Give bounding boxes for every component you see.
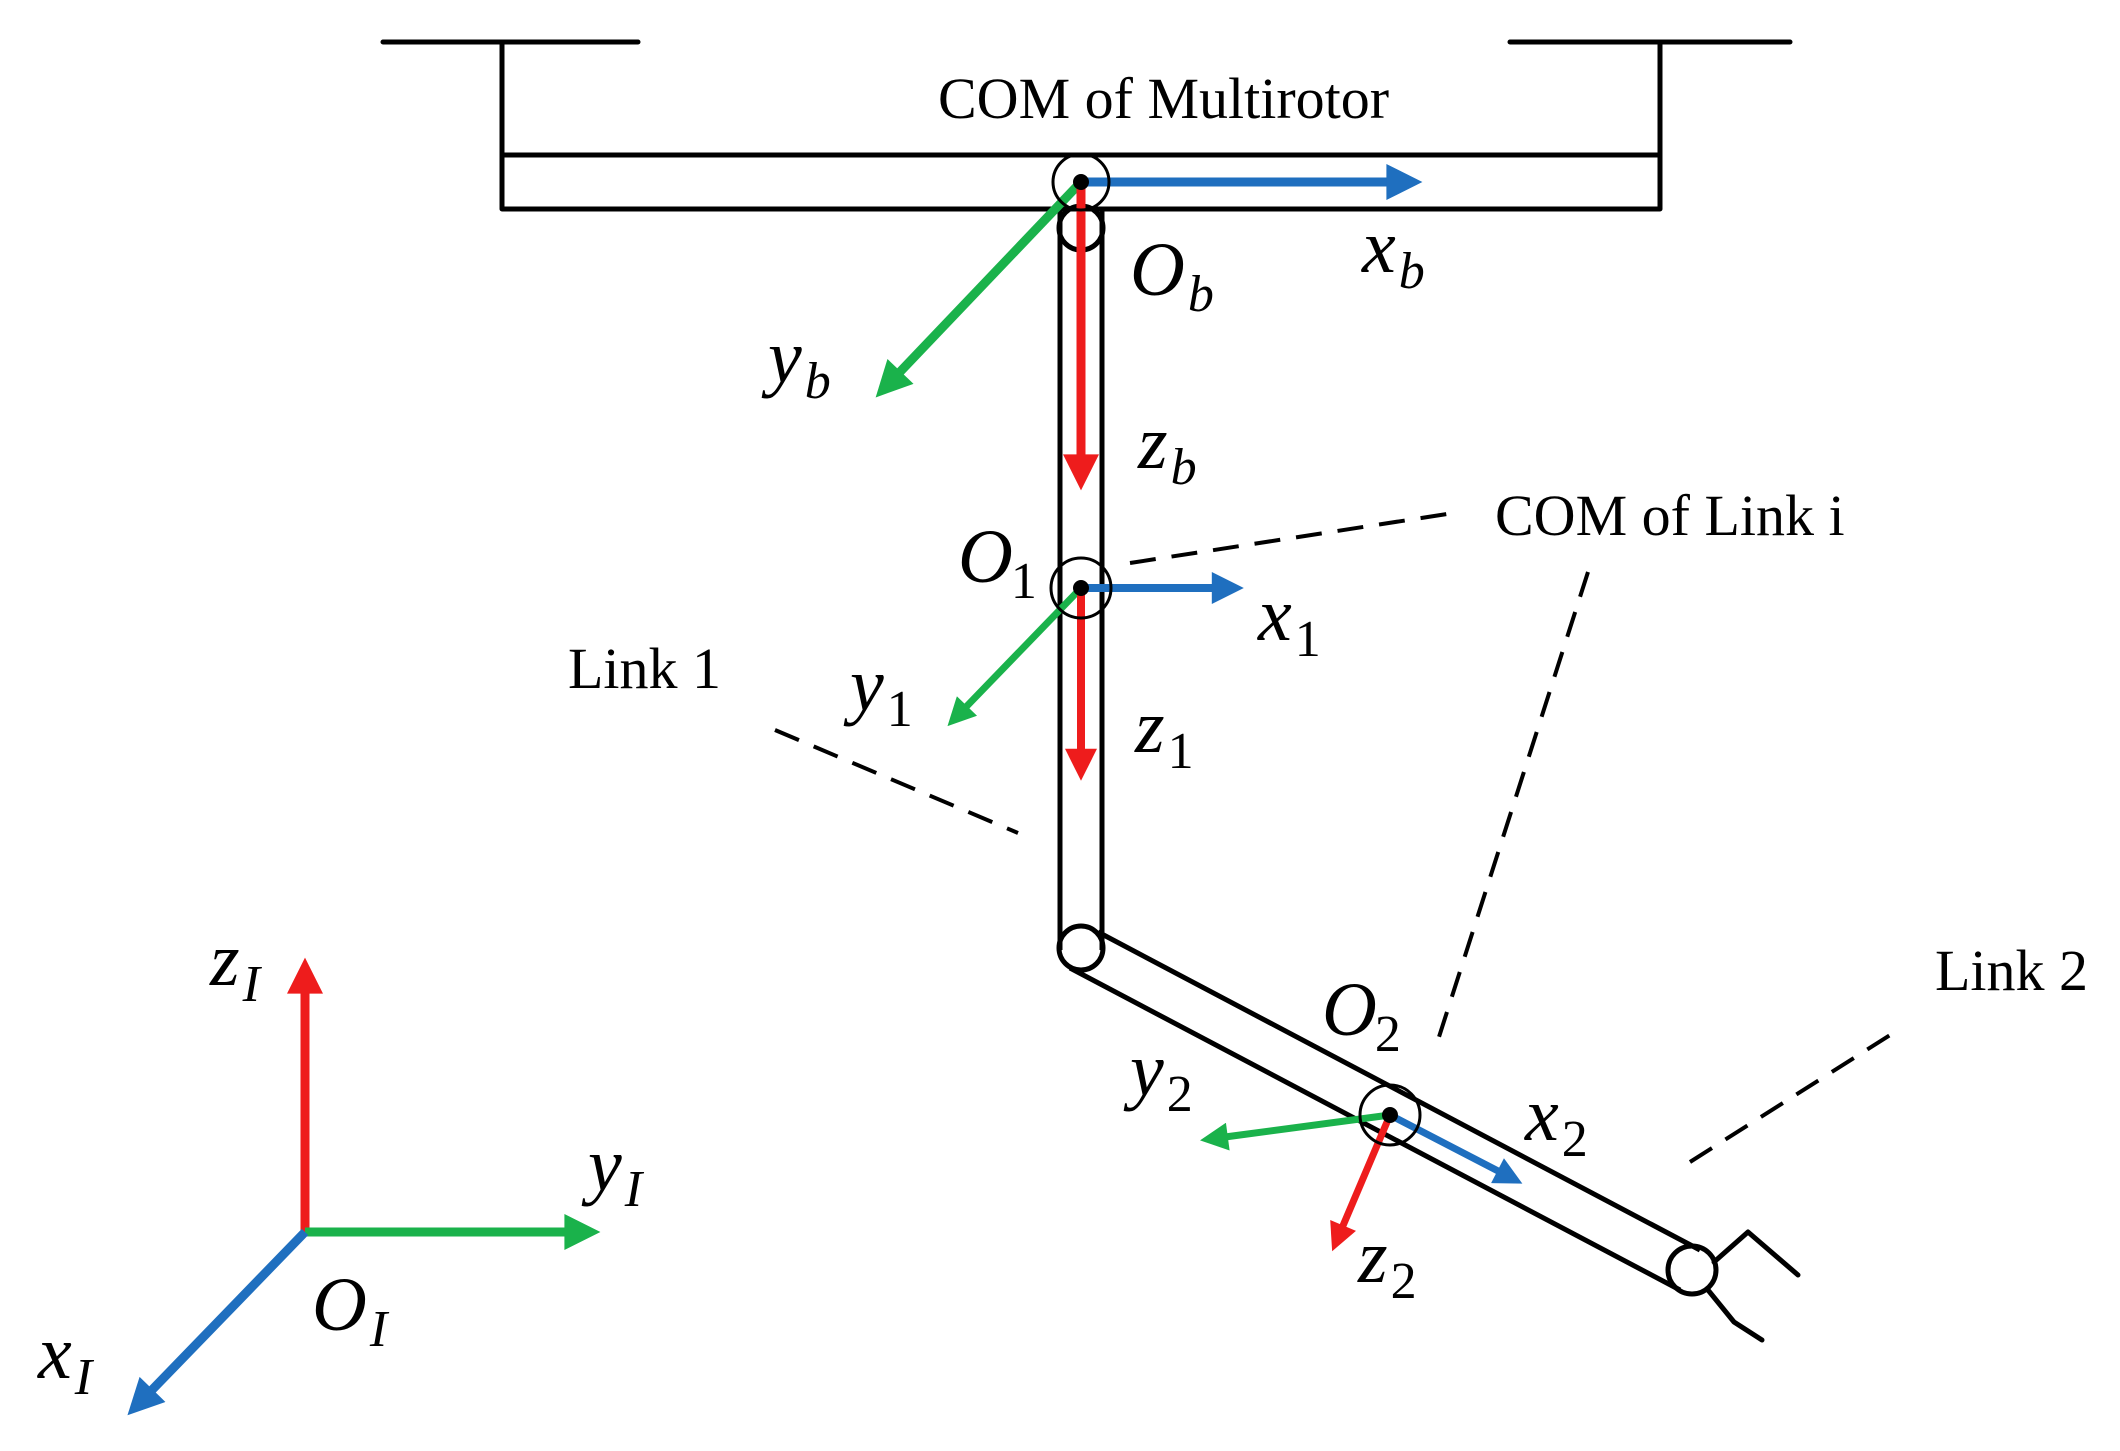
gripper-lower-jaw [1705, 1287, 1765, 1343]
com-link-1-marker [1049, 556, 1113, 620]
leader-link-2 [1688, 1028, 1900, 1164]
com-multirotor-marker [1051, 152, 1111, 212]
Ob-label: Ob [1130, 228, 1214, 323]
gripper-upper-jaw [1711, 1229, 1801, 1278]
com-link-i-label: COM of Link i [1495, 483, 1845, 548]
com-multirotor-label: COM of Multirotor [938, 66, 1389, 131]
OI-label: OI [312, 1263, 390, 1358]
leader-com-link-to-o2 [1436, 571, 1590, 1041]
link-2-lower-edge [1068, 965, 1682, 1293]
z1-label: z1 [1134, 685, 1194, 780]
link-2-upper-edge [1096, 929, 1702, 1253]
y2-axis-arrow [1200, 1111, 1391, 1151]
com-link-2-marker [1358, 1083, 1422, 1147]
z2-label: z2 [1357, 1215, 1417, 1310]
com-link-1-dot [1073, 580, 1089, 596]
link-2-body [1056, 923, 1801, 1343]
com-multirotor-dot [1073, 174, 1089, 190]
z2-axis-arrow [1330, 1113, 1394, 1252]
zI-label: zI [209, 918, 263, 1013]
x2-axis-arrow [1388, 1111, 1523, 1184]
link-2-label: Link 2 [1935, 938, 2088, 1003]
link-1-frame [947, 556, 1244, 781]
xI-axis-arrow [127, 1228, 309, 1416]
yI-label: yI [581, 1123, 645, 1218]
elbow-joint [1056, 923, 1106, 973]
O1-label: O1 [958, 515, 1037, 610]
O2-label: O2 [1322, 968, 1401, 1063]
y1-axis-arrow [947, 585, 1084, 727]
y2-label: y2 [1123, 1028, 1193, 1123]
end-effector-joint [1665, 1243, 1719, 1297]
link-2-frame [1200, 1083, 1523, 1252]
xI-label: xI [37, 1311, 95, 1406]
yb-axis-arrow [875, 178, 1085, 398]
zb-label: zb [1137, 401, 1197, 496]
leader-com-link-to-o1 [1129, 510, 1461, 565]
com-link-2-dot [1382, 1107, 1398, 1123]
y1-label: y1 [843, 643, 913, 738]
body-frame [875, 152, 1423, 491]
inertial-frame [127, 957, 601, 1416]
yb-label: yb [761, 315, 831, 410]
leader-link-1 [774, 728, 1019, 835]
x2-label: x2 [1524, 1073, 1588, 1168]
x1-label: x1 [1257, 573, 1321, 668]
xb-label: xb [1361, 205, 1425, 300]
link-1-label: Link 1 [568, 636, 721, 701]
